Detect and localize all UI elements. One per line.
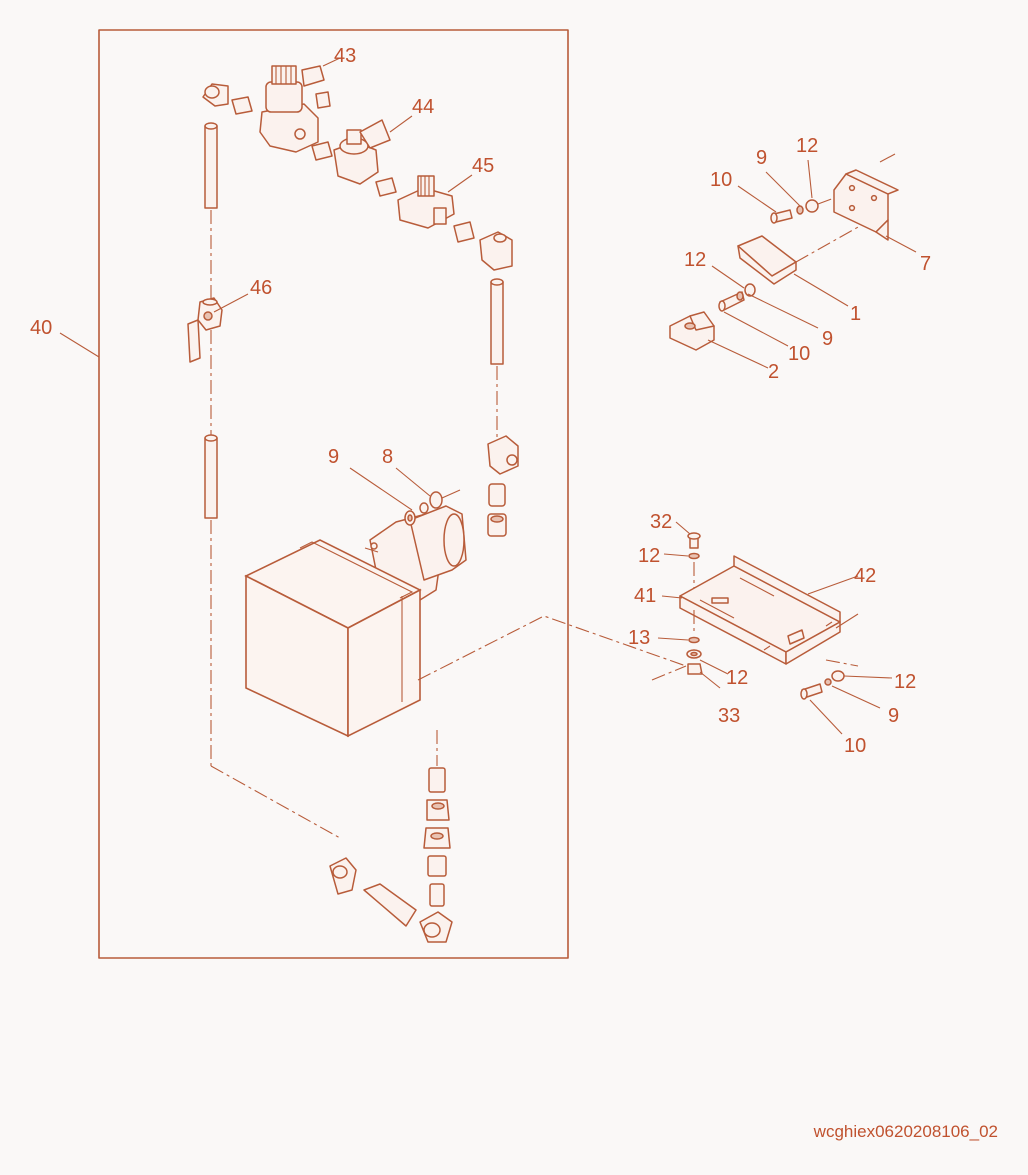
nipple-fitting [453,221,475,243]
burner-housing [244,505,467,738]
callout-12: 12 [726,667,748,689]
nipple-fitting [311,141,333,161]
callout-45: 45 [472,155,494,177]
callout-32: 32 [650,511,672,533]
callout-12: 12 [684,249,706,271]
solenoid-valve-43 [259,57,341,153]
callout-44: 44 [412,96,434,118]
callout-10: 10 [788,343,810,365]
fuel-line-bottom [329,730,453,943]
callout-41: 41 [634,585,656,607]
callout-12: 12 [894,671,916,693]
valve-44 [333,115,413,185]
callout-1: 1 [850,303,861,325]
callout-40: 40 [30,317,52,339]
upper-bracket-assembly [669,153,917,369]
fuel-line-left-lower [204,434,341,839]
ball-valve-46 [187,293,249,363]
callout-13: 13 [628,627,650,649]
callout-10: 10 [710,169,732,191]
callout-46: 46 [250,277,272,299]
callout-8: 8 [382,446,393,468]
callout-10: 10 [844,735,866,757]
callout-9: 9 [888,705,899,727]
nipple-fitting [375,177,397,197]
callout-2: 2 [768,361,779,383]
callout-42: 42 [854,565,876,587]
fuel-line-right [479,231,519,537]
fuel-line-upper [202,83,253,438]
document-id: wcghiex0620208106_02 [813,1122,998,1141]
callout-9: 9 [822,328,833,350]
hardware-8-9 [349,467,461,526]
callout-12: 12 [796,135,818,157]
assembly-frame [98,29,569,959]
filter-45 [397,174,473,229]
callout-7: 7 [920,253,931,275]
callout-33: 33 [718,705,740,727]
callout-43: 43 [334,45,356,67]
center-line-to-bracket [651,665,687,681]
leader-40 [59,332,100,358]
callout-9: 9 [328,446,339,468]
callout-9: 9 [756,147,767,169]
lower-bracket-assembly [657,521,893,735]
callout-12: 12 [638,545,660,567]
